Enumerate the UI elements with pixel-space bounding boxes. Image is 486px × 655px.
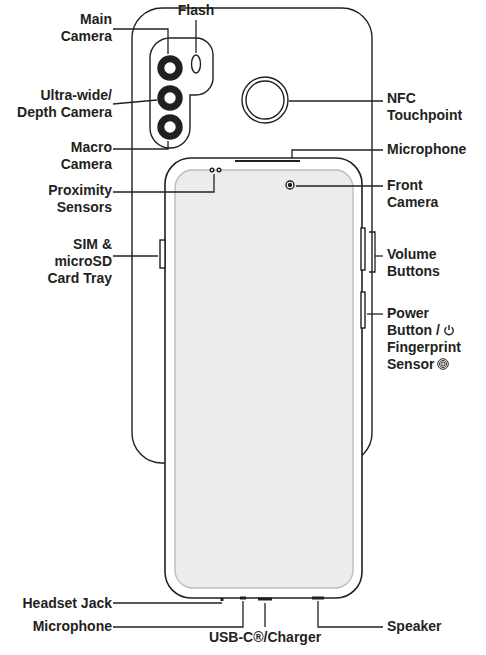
ultrawide-lens [158, 86, 182, 110]
front-camera [286, 181, 294, 189]
part-label: Flash [170, 2, 222, 19]
part-label: Power Button / Fingerprint Sensor [387, 305, 469, 373]
part-label: Microphone [387, 141, 483, 158]
part-label: USB-C®/Charger [195, 629, 335, 646]
volume-button [361, 228, 365, 270]
main-camera-lens [158, 56, 182, 80]
part-label: SIM & microSD Card Tray [20, 236, 112, 287]
power-icon [443, 324, 455, 336]
mic-port [240, 597, 246, 600]
camera-module [150, 38, 213, 148]
part-label: Headset Jack [2, 595, 112, 612]
earpiece [235, 160, 300, 162]
part-label: Microphone [2, 618, 112, 635]
part-label: Speaker [387, 618, 477, 635]
flash [192, 55, 201, 73]
headset-port [221, 598, 224, 601]
macro-lens [158, 115, 182, 139]
nfc-ring [242, 77, 288, 123]
leader-lines [113, 20, 383, 627]
screen [175, 170, 353, 588]
power-button [361, 292, 365, 328]
sim-tray [160, 240, 165, 268]
part-label: Macro Camera [50, 139, 112, 173]
part-label: Ultra-wide/ Depth Camera [4, 87, 112, 121]
fingerprint-icon [437, 358, 449, 370]
usb-port [258, 598, 272, 601]
proximity-dot [210, 168, 214, 172]
nfc-ring-inner [246, 81, 284, 119]
proximity-dot [217, 168, 221, 172]
part-label: Proximity Sensors [22, 182, 112, 216]
speaker-port [312, 597, 324, 600]
phone-front [165, 158, 362, 598]
part-label: NFC Touchpoint [387, 90, 472, 124]
part-label: Front Camera [387, 177, 449, 211]
part-label: Volume Buttons [387, 246, 453, 280]
part-label: Main Camera [50, 11, 112, 45]
